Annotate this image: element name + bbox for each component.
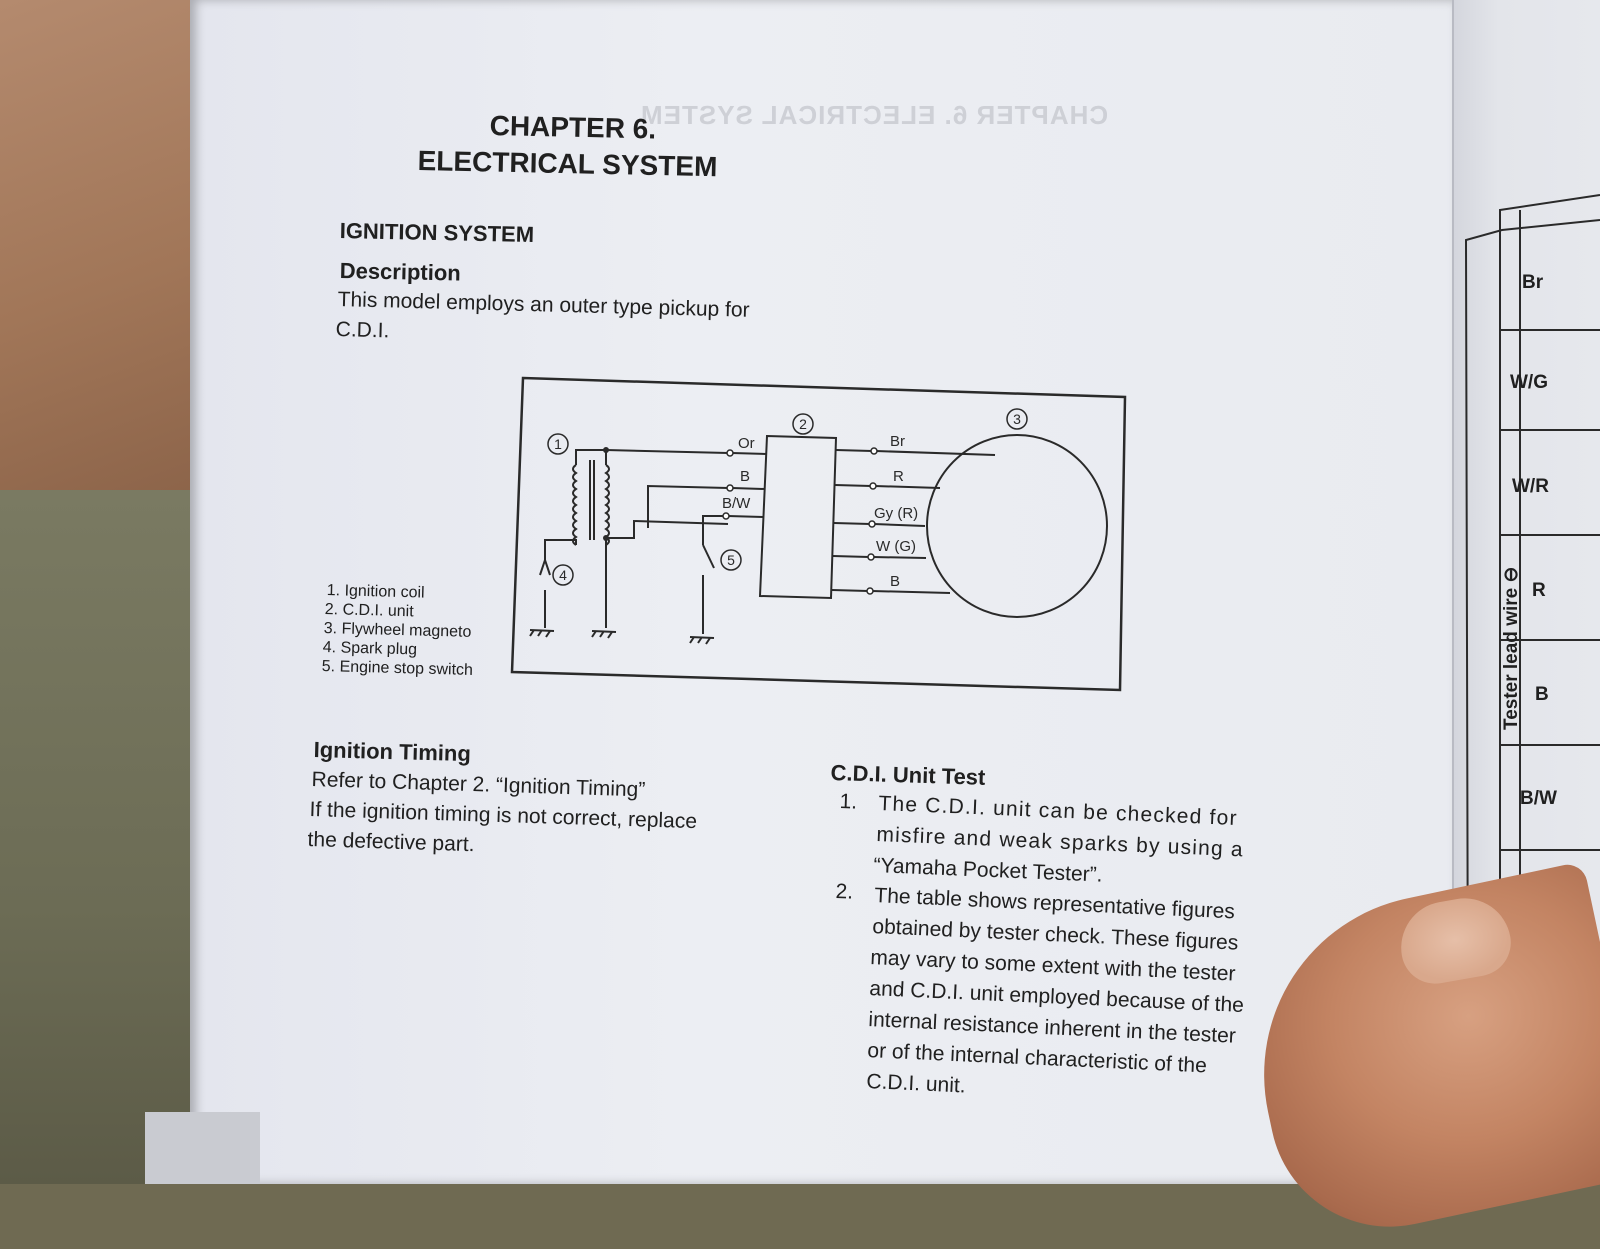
wire-label-b-left: B bbox=[740, 468, 750, 485]
callout-1: 1 bbox=[554, 436, 562, 452]
ignition-timing-heading: Ignition Timing bbox=[313, 737, 472, 767]
wire-label-gy: Gy (R) bbox=[874, 505, 918, 522]
cdi-unit-box bbox=[758, 434, 838, 600]
ignition-coil-symbol bbox=[572, 460, 610, 546]
wire-label-bw: B/W bbox=[722, 495, 751, 512]
cdi-test-item-2-line-7: C.D.I. unit. bbox=[865, 1070, 967, 1098]
wire-label-or: Or bbox=[738, 435, 755, 452]
legend-item-2: 2. C.D.I. unit bbox=[324, 601, 414, 621]
wire-label-br: Br bbox=[890, 433, 905, 450]
callout-3: 3 bbox=[1013, 411, 1021, 427]
legend-item-4: 4. Spark plug bbox=[322, 639, 418, 659]
wire-label-wg: W (G) bbox=[876, 538, 916, 555]
left-page bbox=[190, 0, 1452, 1184]
legend-item-3: 3. Flywheel magneto bbox=[323, 620, 472, 641]
cdi-test-item-2-number: 2. bbox=[835, 880, 854, 904]
callout-5: 5 bbox=[727, 552, 735, 568]
tester-lead-wire-label: Tester lead wire ⊖ bbox=[1501, 566, 1522, 730]
row-label-b: B bbox=[1535, 684, 1549, 705]
callout-2: 2 bbox=[799, 416, 807, 432]
row-label-wg: W/G bbox=[1510, 372, 1548, 393]
cdi-test-heading: C.D.I. Unit Test bbox=[830, 760, 986, 790]
legend-item-1: 1. Ignition coil bbox=[326, 582, 425, 602]
background-arm bbox=[0, 0, 200, 520]
wire-label-r: R bbox=[893, 468, 904, 485]
row-label-br: Br bbox=[1522, 272, 1544, 293]
row-label-r: R bbox=[1532, 580, 1546, 601]
diagram-frame bbox=[510, 376, 1127, 692]
flywheel-magneto-circle bbox=[926, 434, 1108, 618]
row-label-wr: W/R bbox=[1512, 476, 1549, 497]
page-corner-tab bbox=[145, 1112, 260, 1184]
wire-label-b-right: B bbox=[890, 573, 900, 590]
row-label-bw: B/W bbox=[1520, 788, 1557, 809]
callout-4: 4 bbox=[559, 567, 567, 583]
ground-symbols bbox=[529, 629, 715, 645]
ignition-wiring-diagram: 1 2 3 4 5 Or B B/W Br R Gy (R) W (G) B bbox=[510, 376, 1127, 692]
cdi-test-item-1-number: 1. bbox=[839, 790, 858, 814]
background-cloth bbox=[0, 490, 200, 1184]
